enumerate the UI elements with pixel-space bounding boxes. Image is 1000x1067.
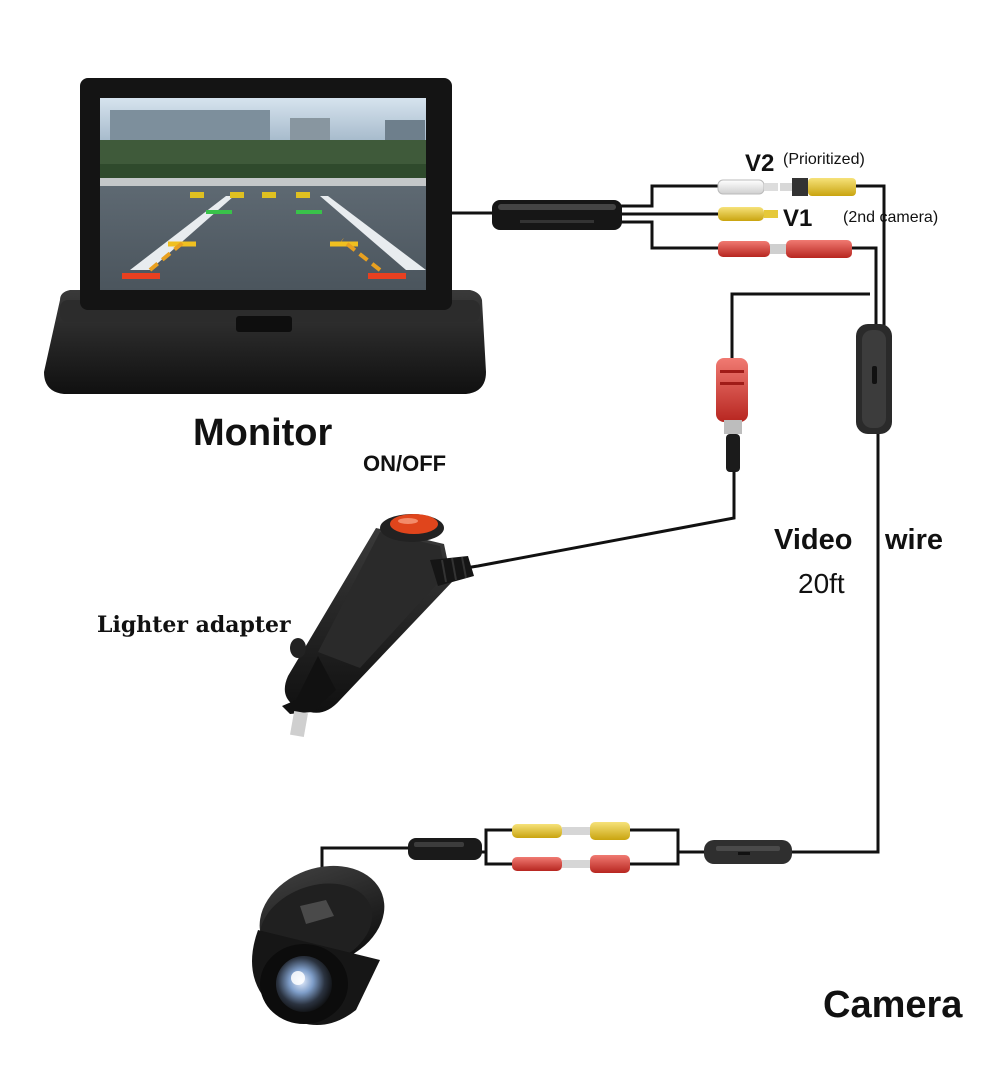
label-lighter-adapter: Lighter adapter [97,612,291,638]
label-video: Video [774,524,853,556]
monitor-splitter [492,200,622,230]
label-on-off: ON/OFF [363,451,447,476]
monitor-screen [100,98,426,290]
rca-v2-white [717,179,778,195]
camera-splitter [408,838,482,860]
label-wire: wire [885,524,944,556]
video-wire-module [856,324,892,434]
camera [252,865,385,1025]
monitor [44,78,486,394]
power-plug [716,358,748,472]
label-v1: V1 [783,205,813,232]
rca-v2-yellow-male [780,178,856,196]
rca-v1-yellow [718,207,778,221]
label-v1-note: (2nd camera) [843,209,939,226]
label-monitor: Monitor [193,412,333,454]
camera-lens [276,956,332,1012]
label-v2: V2 [745,150,775,177]
on-off-switch [390,514,438,534]
camera-rca-yellow [512,822,630,840]
label-camera: Camera [823,984,963,1026]
power-connector-red [718,240,852,258]
lighter-adapter [282,514,474,738]
monitor-hinge [236,316,292,332]
camera-wire-module [704,840,792,864]
label-video-wire-length: 20ft [798,568,845,599]
camera-power-red [512,855,630,873]
label-v2-note: (Prioritized) [783,151,865,168]
